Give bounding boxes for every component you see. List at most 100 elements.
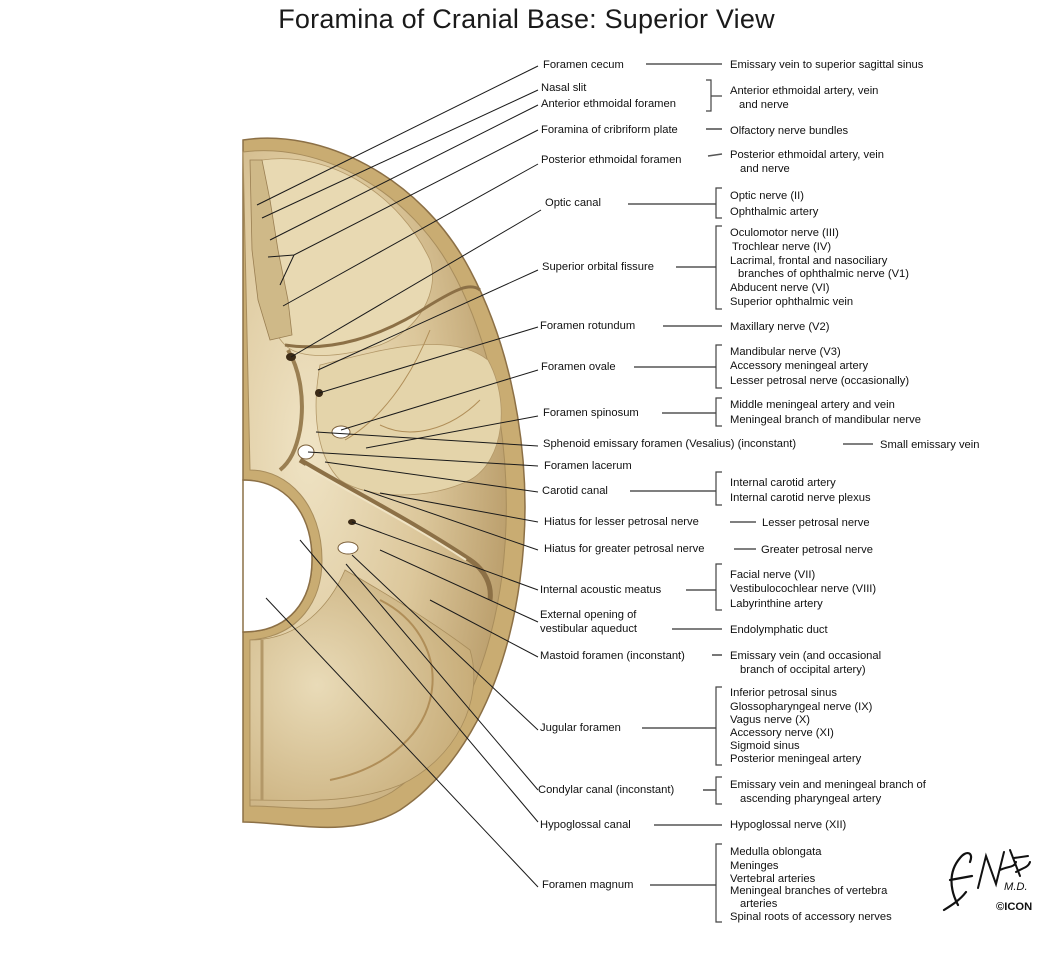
label-optic-canal: Optic canal <box>545 197 601 209</box>
leader-cribriform-2 <box>279 254 295 286</box>
desc-mastoid-foramen-2: branch of occipital artery) <box>740 664 866 676</box>
desc-cribriform: Olfactory nerve bundles <box>730 125 849 137</box>
desc-sof-3: Lacrimal, frontal and nasociliary <box>730 255 888 267</box>
desc-condylar-2: ascending pharyngeal artery <box>740 793 882 805</box>
leader-foramen-spinosum <box>365 415 539 449</box>
desc-foramen-ovale-3: Lesser petrosal nerve (occasionally) <box>730 375 909 387</box>
middle-cranial-fossa <box>315 344 502 496</box>
desc-anterior-ethmoidal-1: Anterior ethmoidal artery, vein <box>730 85 878 97</box>
connector-posterior-ethmoidal <box>707 153 723 157</box>
leader-sphenoid-emissary <box>315 431 539 447</box>
leader-condylar-canal <box>345 563 539 791</box>
label-foramen-spinosum: Foramen spinosum <box>543 407 639 419</box>
leader-foramen-cecum <box>256 65 539 206</box>
desc-foramen-ovale-1: Mandibular nerve (V3) <box>730 346 841 358</box>
leader-greater-petrosal <box>363 489 539 551</box>
figure-title: Foramina of Cranial Base: Superior View <box>278 4 775 34</box>
leader-posterior-ethmoidal <box>282 163 539 307</box>
label-sphenoid-emissary-foramen: Sphenoid emissary foramen (Vesalius) (in… <box>543 438 796 450</box>
leader-foramen-rotundum <box>318 326 539 394</box>
label-nasal-slit: Nasal slit <box>541 82 587 94</box>
desc-foramen-magnum-1: Medulla oblongata <box>730 846 822 858</box>
bracket-anterior-ethmoidal <box>706 79 722 112</box>
label-condylar-canal: Condylar canal (inconstant) <box>538 784 674 796</box>
posterior-cranial-fossa <box>249 569 475 801</box>
leader-foramen-ovale <box>340 369 539 431</box>
label-foramen-cecum: Foramen cecum <box>543 59 624 71</box>
label-foramen-ovale: Foramen ovale <box>541 361 616 373</box>
label-superior-orbital-fissure: Superior orbital fissure <box>542 261 654 273</box>
cribriform-plate <box>249 159 293 341</box>
desc-sof-1: Oculomotor nerve (III) <box>730 227 839 239</box>
desc-hiatus-greater-petrosal: Greater petrosal nerve <box>761 544 873 556</box>
leader-nasal-slit <box>261 89 539 219</box>
desc-anterior-ethmoidal-2: and nerve <box>739 99 789 111</box>
meningeal-groove <box>344 329 481 441</box>
bracket-foramen-spinosum <box>715 397 722 427</box>
desc-hiatus-lesser-petrosal: Lesser petrosal nerve <box>762 517 870 529</box>
petrous-ridge-highlight <box>304 465 467 561</box>
petrous-ridge <box>298 457 493 601</box>
desc-sphenoid-emissary: Small emissary vein <box>880 439 979 451</box>
desc-internal-acoustic-3: Labyrinthine artery <box>730 598 823 610</box>
leader-optic-canal <box>290 209 542 358</box>
desc-hypoglossal-canal: Hypoglossal nerve (XII) <box>730 819 847 831</box>
desc-sof-5: Abducent nerve (VI) <box>730 282 830 294</box>
bracket-superior-orbital-fissure <box>715 225 722 310</box>
leader-anterior-ethmoidal <box>269 104 539 241</box>
clivus <box>278 348 304 472</box>
leader-lines <box>256 65 542 888</box>
label-hiatus-greater-petrosal: Hiatus for greater petrosal nerve <box>544 543 704 555</box>
desc-foramen-magnum-6: Spinal roots of accessory nerves <box>730 911 892 923</box>
desc-internal-acoustic-1: Facial nerve (VII) <box>730 569 815 581</box>
leader-foramen-magnum <box>265 597 539 888</box>
label-foramen-rotundum: Foramen rotundum <box>540 320 635 332</box>
desc-sof-2: Trochlear nerve (IV) <box>732 241 831 253</box>
label-column: Foramen cecum Emissary vein to superior … <box>538 59 979 923</box>
desc-foramen-magnum-4: Meningeal branches of vertebra <box>730 885 888 897</box>
desc-jugular-2: Glossopharyngeal nerve (IX) <box>730 701 873 713</box>
lesser-wing-ridge <box>284 285 481 349</box>
desc-condylar-1: Emissary vein and meningeal branch of <box>730 779 927 791</box>
signature-md: M.D. <box>1004 881 1028 893</box>
desc-optic-canal-1: Optic nerve (II) <box>730 190 804 202</box>
label-cribriform-plate: Foramina of cribriform plate <box>541 124 678 136</box>
skull-illustration <box>242 137 526 829</box>
bracket-optic-canal <box>715 187 722 219</box>
leader-hypoglossal-canal <box>299 539 539 823</box>
desc-foramen-ovale-2: Accessory meningeal artery <box>730 360 868 372</box>
desc-carotid-canal-2: Internal carotid nerve plexus <box>730 492 871 504</box>
leader-jugular-foramen <box>351 554 539 731</box>
leader-lesser-petrosal <box>379 492 539 523</box>
label-posterior-ethmoidal-foramen: Posterior ethmoidal foramen <box>541 154 682 166</box>
desc-internal-acoustic-2: Vestibulocochlear nerve (VIII) <box>730 583 876 595</box>
desc-foramen-spinosum-2: Meningeal branch of mandibular nerve <box>730 414 921 426</box>
leader-superior-orbital-fissure <box>317 269 539 371</box>
bracket-condylar-canal <box>715 776 722 805</box>
desc-foramen-rotundum: Maxillary nerve (V2) <box>730 321 830 333</box>
desc-sof-4: branches of ophthalmic nerve (V1) <box>738 268 909 280</box>
leader-foramen-lacerum <box>307 451 539 467</box>
bracket-foramen-magnum <box>715 843 722 923</box>
bracket-internal-acoustic <box>715 563 722 611</box>
label-carotid-canal: Carotid canal <box>542 485 608 497</box>
leader-carotid-canal <box>324 461 539 493</box>
bracket-jugular-foramen <box>715 686 722 766</box>
desc-optic-canal-2: Ophthalmic artery <box>730 206 819 218</box>
jugular-foramen-opening <box>337 541 359 555</box>
label-foramen-magnum: Foramen magnum <box>542 879 633 891</box>
bracket-foramen-ovale <box>715 344 722 389</box>
desc-foramen-cecum: Emissary vein to superior sagittal sinus <box>730 59 924 71</box>
leader-mastoid-foramen <box>429 599 539 658</box>
label-internal-acoustic-meatus: Internal acoustic meatus <box>540 584 662 596</box>
desc-jugular-3: Vagus nerve (X) <box>730 714 810 726</box>
label-vestibular-aqueduct-1: External opening of <box>540 609 637 621</box>
copyright-mark: ©ICON <box>996 901 1032 913</box>
label-vestibular-aqueduct-2: vestibular aqueduct <box>540 623 638 635</box>
label-hypoglossal-canal: Hypoglossal canal <box>540 819 631 831</box>
desc-foramen-magnum-5: arteries <box>740 898 778 910</box>
desc-carotid-canal-1: Internal carotid artery <box>730 477 836 489</box>
label-jugular-foramen: Jugular foramen <box>540 722 621 734</box>
